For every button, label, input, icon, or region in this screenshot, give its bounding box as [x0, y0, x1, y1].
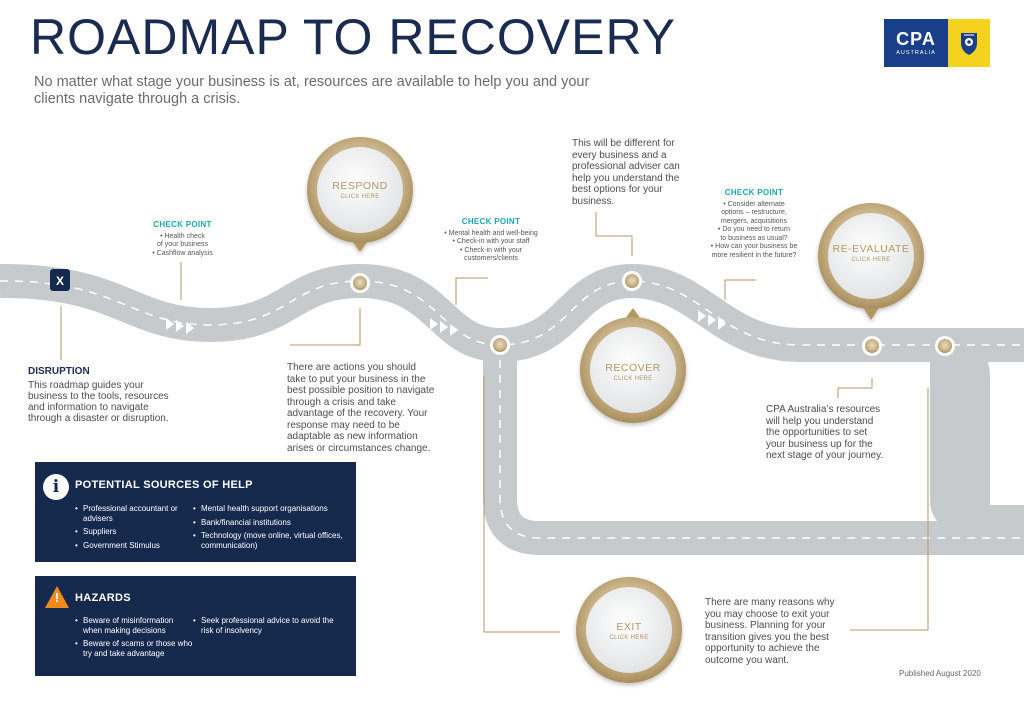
- warning-icon: [45, 586, 69, 608]
- hazards-box: ! HAZARDS Beware of misinformation when …: [35, 576, 356, 676]
- stage-respond-marker: [307, 137, 413, 252]
- stage-reevaluate-marker: [818, 203, 924, 320]
- list-item: Suppliers: [75, 527, 190, 537]
- recover-description: This will be different for every busines…: [572, 138, 680, 207]
- stage-exit-cta: CLICK HERE: [609, 635, 649, 641]
- disruption-heading: DISRUPTION: [28, 366, 90, 377]
- help-list-left: Professional accountant or advisers Supp…: [75, 504, 190, 554]
- road-stops: [350, 271, 955, 356]
- checkpoint-2-item: • Check-in with your staff: [452, 238, 530, 246]
- checkpoint-2-item: • Mental health and well-being: [444, 229, 538, 237]
- list-item: Professional accountant or advisers: [75, 504, 190, 523]
- stage-recover-button[interactable]: RECOVER CLICK HERE: [588, 362, 678, 382]
- checkpoint-3-heading: CHECK POINT: [724, 188, 784, 197]
- stage-exit-label: EXIT: [616, 621, 642, 633]
- list-item: Beware of scams or those who try and tak…: [75, 639, 193, 658]
- stage-reevaluate-button[interactable]: RE-EVALUATE CLICK HERE: [826, 243, 916, 263]
- stage-recover-label: RECOVER: [605, 362, 661, 374]
- list-item: Government Stimulus: [75, 541, 190, 551]
- checkpoint-3: CHECK POINT • Consider alternate options…: [700, 187, 808, 261]
- checkpoint-1-heading: CHECK POINT: [153, 220, 212, 229]
- cpa-logo[interactable]: CPA AUSTRALIA: [884, 19, 990, 67]
- checkpoint-1-item: • Cashflow analysis: [152, 249, 213, 257]
- page-title: ROADMAP TO RECOVERY: [30, 9, 677, 65]
- checkpoint-3-item: more resilient in the future?: [711, 252, 797, 260]
- help-list-right: Mental health support organisations Bank…: [193, 504, 353, 554]
- stage-reevaluate-label: RE-EVALUATE: [832, 243, 910, 255]
- checkpoint-3-item: • Consider alternate: [723, 200, 785, 208]
- stage-respond-label: RESPOND: [332, 180, 388, 192]
- logo-text: CPA: [896, 29, 936, 49]
- stage-exit-marker: [576, 577, 682, 683]
- start-marker: [50, 269, 70, 291]
- help-sources-box: i POTENTIAL SOURCES OF HELP Professional…: [35, 462, 356, 562]
- stage-recover-cta: CLICK HERE: [613, 376, 653, 382]
- exit-description: There are many reasons why you may choos…: [705, 597, 835, 666]
- list-item: Mental health support organisations: [193, 504, 353, 514]
- road-arrows: [166, 310, 726, 336]
- connector-lines: [60, 212, 929, 633]
- checkpoint-2-item: • Check-in with your: [460, 246, 522, 254]
- checkpoint-2-item: customers/clients: [463, 255, 519, 263]
- help-box-heading: POTENTIAL SOURCES OF HELP: [75, 479, 253, 491]
- stage-reevaluate-cta: CLICK HERE: [851, 257, 891, 263]
- checkpoint-3-item: • Do you need to return: [717, 226, 791, 234]
- checkpoint-1-item: • Health check: [160, 232, 205, 240]
- logo-subtext: AUSTRALIA: [896, 50, 936, 56]
- respond-description: There are actions you should take to put…: [287, 362, 435, 454]
- start-marker-label: X: [56, 274, 64, 288]
- checkpoint-2: CHECK POINT • Mental health and well-bei…: [434, 216, 548, 264]
- hazards-list-left: Beware of misinformation when making dec…: [75, 616, 193, 662]
- checkpoint-3-item: options – restructure,: [721, 209, 787, 217]
- crest-icon: [948, 19, 990, 67]
- checkpoint-1-item: of your business: [157, 241, 208, 249]
- stage-respond-button[interactable]: RESPOND CLICK HERE: [315, 180, 405, 200]
- hazards-list-right: Seek professional advice to avoid the ri…: [193, 616, 343, 639]
- disruption-text: This roadmap guides your business to the…: [28, 380, 169, 424]
- checkpoint-3-item: • How can your business be: [710, 243, 798, 251]
- stage-exit-button[interactable]: EXIT CLICK HERE: [584, 621, 674, 641]
- list-item: Bank/financial institutions: [193, 518, 353, 528]
- hazards-heading: HAZARDS: [75, 592, 131, 604]
- published-date: Published August 2020: [899, 669, 981, 678]
- list-item: Seek professional advice to avoid the ri…: [193, 616, 343, 635]
- stage-recover-marker: [580, 308, 686, 423]
- checkpoint-2-heading: CHECK POINT: [461, 217, 521, 226]
- page-subtitle: No matter what stage your business is at…: [34, 74, 590, 107]
- stage-respond-cta: CLICK HERE: [340, 194, 380, 200]
- road: [0, 260, 1024, 558]
- checkpoint-1: CHECK POINT • Health check of your busin…: [130, 219, 235, 258]
- list-item: Technology (move online, virtual offices…: [193, 531, 353, 550]
- checkpoint-3-item: mergers, acquisitions: [720, 217, 788, 225]
- checkpoint-3-item: to business as usual?: [720, 234, 788, 242]
- info-icon: i: [43, 474, 69, 500]
- list-item: Beware of misinformation when making dec…: [75, 616, 193, 635]
- reevaluate-description: CPA Australia’s resources will help you …: [766, 404, 884, 461]
